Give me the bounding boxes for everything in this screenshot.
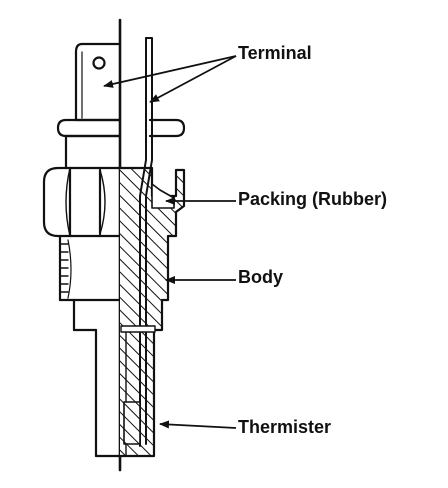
leader-terminal-b [149,55,237,103]
terminal-hole [92,56,106,70]
label-terminal: Terminal [238,43,312,63]
packing-rubber [151,183,175,209]
label-thermister: Thermister [238,417,332,437]
leader-thermister [159,420,237,429]
label-packing-rubber: Packing (Rubber) [238,189,388,209]
threaded-section [58,234,122,302]
lower-shank [72,298,122,458]
label-body: Body [238,267,283,287]
thermister-element [123,401,141,445]
terminal-blade [74,42,122,122]
hex-nut [42,166,122,238]
leader-terminal-a [103,55,237,88]
terminal-lead [120,37,156,447]
flange-collar [56,118,186,170]
